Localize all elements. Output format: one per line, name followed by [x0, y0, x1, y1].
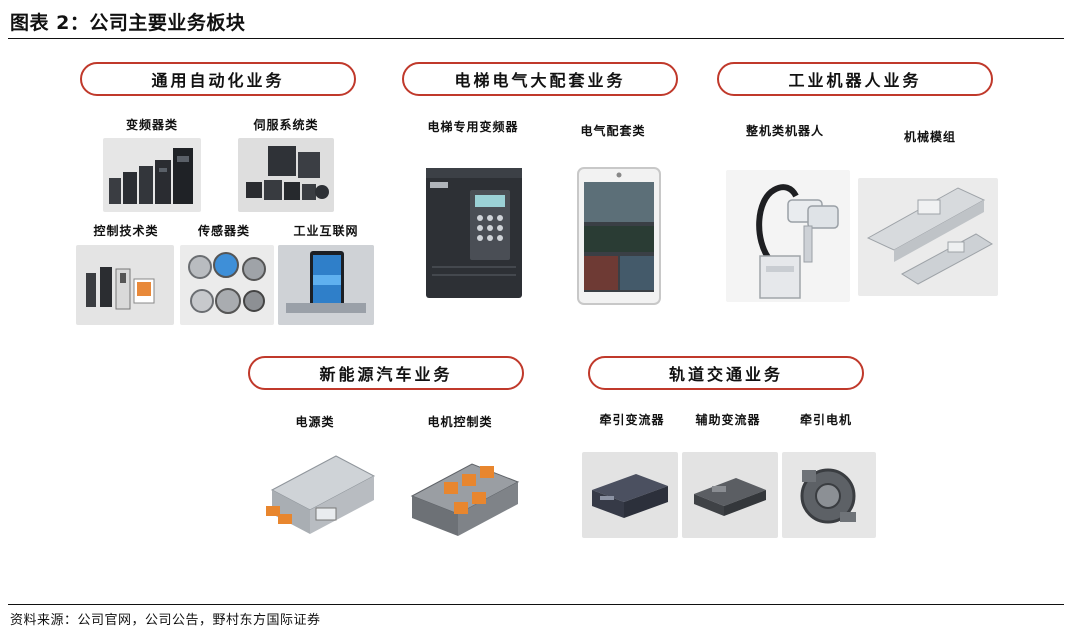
product-label-traction-motor: 牵引电机 — [799, 413, 852, 427]
iiot-product-image — [278, 245, 374, 325]
control-product-image — [76, 245, 174, 325]
elevator-inverter-image — [418, 162, 526, 302]
segment-nev-title: 新能源汽车业务 — [248, 356, 524, 390]
segment-automation-title: 通用自动化业务 — [80, 62, 356, 96]
product-label-motor-control: 电机控制类 — [427, 415, 493, 429]
sensor-product-image — [180, 245, 274, 325]
module-product-image — [858, 178, 998, 296]
product-label-power: 电源类 — [295, 415, 335, 429]
top-rule — [8, 38, 1064, 39]
product-label-control: 控制技术类 — [93, 224, 159, 238]
product-label-inverter: 变频器类 — [125, 118, 178, 132]
power-product-image — [258, 446, 380, 542]
product-label-module: 机械模组 — [903, 130, 956, 144]
motor-control-product-image — [404, 446, 524, 542]
servo-product-image — [238, 138, 334, 212]
robot-product-image — [726, 170, 850, 302]
product-label-robot: 整机类机器人 — [745, 124, 824, 138]
figure-title: 图表 2：公司主要业务板块 — [10, 12, 246, 34]
segment-rail-title: 轨道交通业务 — [588, 356, 864, 390]
source-note: 资料来源：公司官网，公司公告，野村东方国际证券 — [10, 613, 321, 628]
product-label-traction-converter: 牵引变流器 — [599, 413, 665, 427]
traction-motor-image — [782, 452, 876, 538]
traction-converter-image — [582, 452, 678, 538]
electrical-kit-image — [576, 166, 662, 306]
inverter-product-image — [103, 138, 201, 212]
product-label-electrical-kit: 电气配套类 — [580, 124, 646, 138]
product-label-auxiliary-converter: 辅助变流器 — [695, 413, 761, 427]
bottom-rule — [8, 604, 1064, 605]
product-label-elevator-inverter: 电梯专用变频器 — [427, 120, 519, 134]
product-label-sensor: 传感器类 — [197, 224, 250, 238]
product-label-iiot: 工业互联网 — [293, 224, 359, 238]
auxiliary-converter-image — [682, 452, 778, 538]
segment-elevator-title: 电梯电气大配套业务 — [402, 62, 678, 96]
product-label-servo: 伺服系统类 — [253, 118, 319, 132]
segment-robot-title: 工业机器人业务 — [717, 62, 993, 96]
